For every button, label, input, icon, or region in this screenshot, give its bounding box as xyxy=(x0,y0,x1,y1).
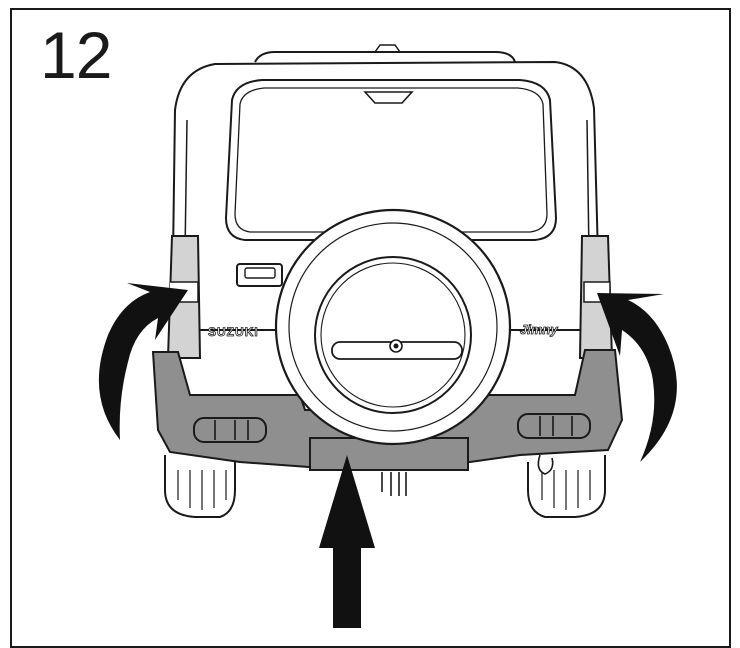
left-bumper-reflector xyxy=(193,417,267,443)
model-badge: Jimny xyxy=(520,322,558,337)
curved-arrow-up-left-icon xyxy=(597,293,677,462)
rear-window xyxy=(224,79,558,241)
arrow-up-icon xyxy=(319,455,375,628)
left-tire xyxy=(164,455,236,518)
step-number: 12 xyxy=(40,18,112,92)
curved-arrow-up-right-icon xyxy=(98,283,188,440)
high-stop-lamp xyxy=(363,91,414,104)
tow-hook xyxy=(537,454,554,475)
brand-badge: SUZUKI xyxy=(208,325,259,339)
tailgate-handle xyxy=(236,263,283,287)
spare-tire xyxy=(274,208,512,446)
right-bumper-reflector xyxy=(517,413,591,439)
